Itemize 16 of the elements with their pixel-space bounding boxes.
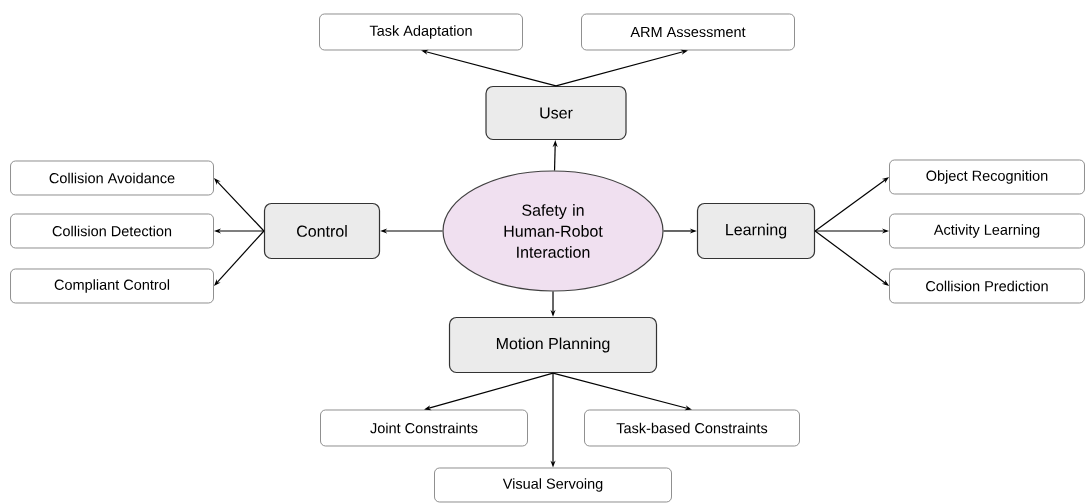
subtopic-box: Collision Prediction [889,268,1085,304]
subtopic-box: Task Adaptation [319,13,523,51]
subtopic-box: Object Recognition [889,159,1085,195]
topic-box: User [485,85,627,141]
subtopic-box: Joint Constraints [320,409,528,447]
subtopic-box: Activity Learning [889,213,1085,249]
subtopic-box: Collision Detection [10,213,214,249]
subtopic-box: Collision Avoidance [10,160,214,196]
subtopic-box: Visual Servoing [434,467,672,503]
topic-box: Control [263,202,381,260]
topic-box: Learning [696,202,816,260]
subtopic-box: Task-based Constraints [584,409,800,447]
subtopic-box: ARM Assessment [581,13,795,51]
ellipse-node: Safety in Human-Robot Interaction [442,170,664,292]
subtopic-box: Compliant Control [10,268,214,304]
topic-box: Motion Planning [448,316,658,374]
